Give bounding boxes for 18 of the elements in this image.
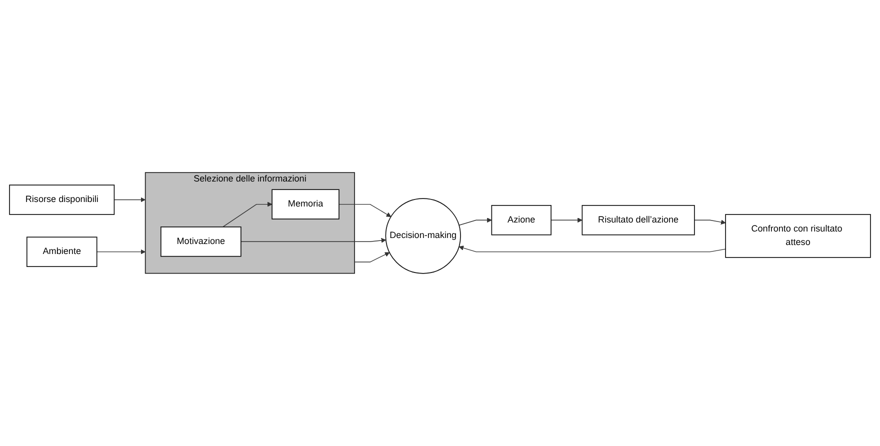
node-box: Memoria bbox=[272, 189, 340, 220]
node-box: Ambiente bbox=[26, 236, 98, 267]
arrow bbox=[338, 204, 392, 217]
node-box: Azione bbox=[491, 204, 552, 236]
arrow bbox=[354, 252, 390, 262]
node-circle: Decision-making bbox=[385, 198, 461, 274]
node-box: Risultato dell’azione bbox=[582, 204, 695, 236]
arrow bbox=[550, 218, 582, 223]
node-box: Motivazione bbox=[160, 226, 242, 257]
node-box: Confronto con risultato atteso bbox=[725, 214, 871, 258]
node-box: Risorse disponibili bbox=[9, 184, 115, 215]
arrow bbox=[458, 218, 492, 226]
arrow bbox=[694, 220, 726, 225]
arrow bbox=[458, 246, 726, 252]
arrow bbox=[222, 202, 272, 228]
arrow bbox=[114, 197, 146, 202]
arrow bbox=[240, 238, 386, 243]
arrow bbox=[96, 249, 146, 254]
